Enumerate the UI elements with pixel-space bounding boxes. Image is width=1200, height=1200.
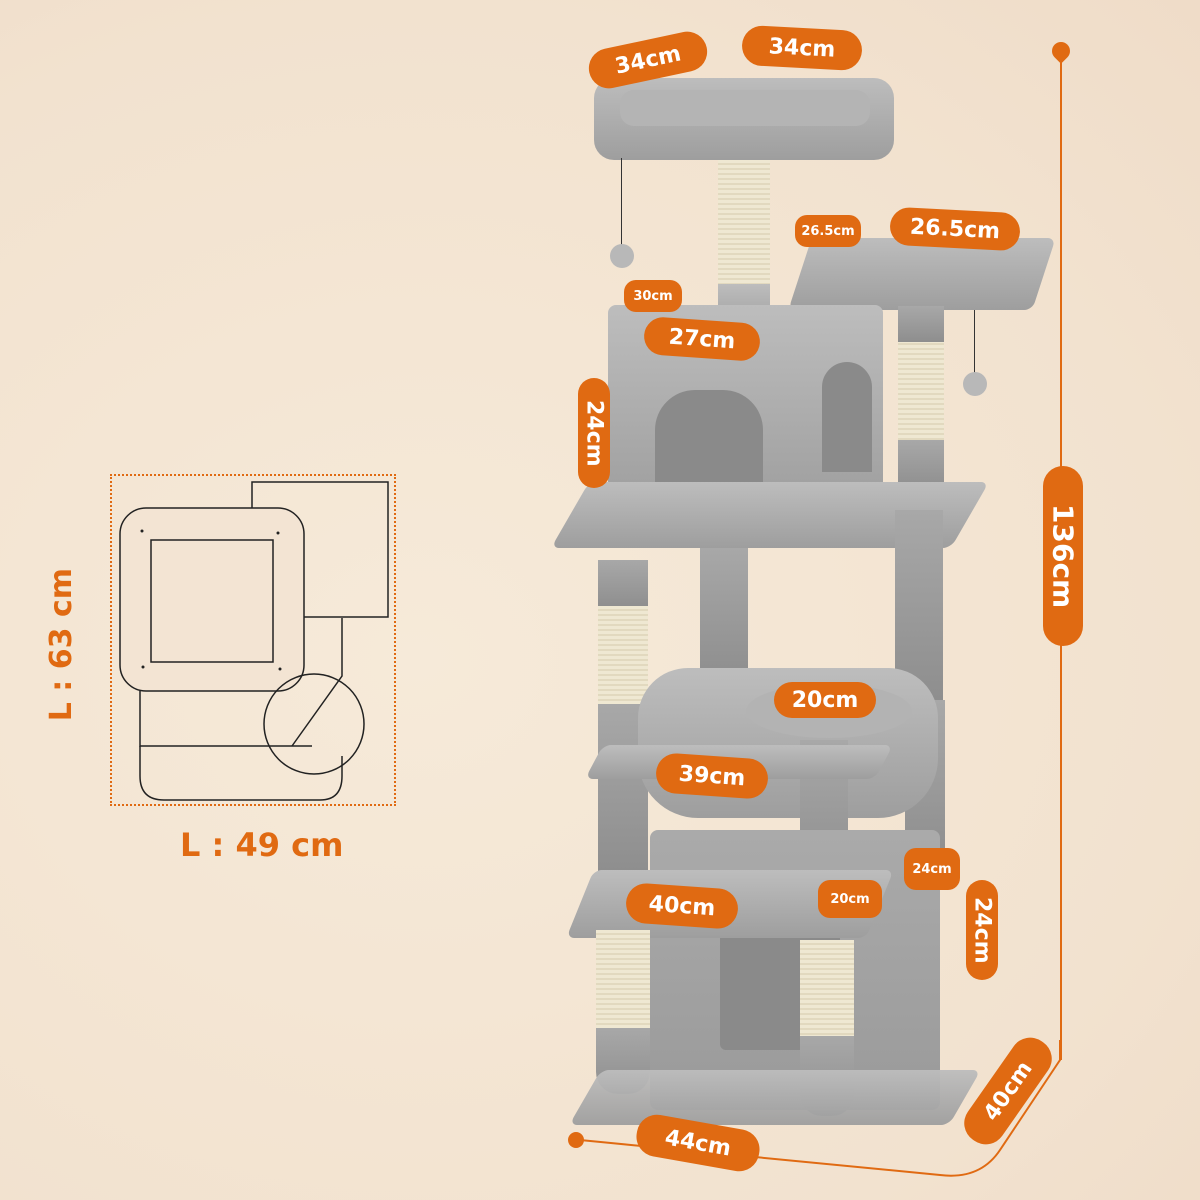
- dangling-toy-right: [974, 310, 975, 376]
- label-condo-height: 24cm: [578, 378, 610, 488]
- side-platform: [788, 238, 1056, 310]
- label-side-platform-width: 26.5cm: [889, 206, 1021, 252]
- top-view-width-label: L : 49 cm: [180, 826, 344, 864]
- dangling-toy-left: [621, 158, 622, 248]
- upper-condo-door-front: [655, 390, 763, 500]
- label-condo-depth: 30cm: [624, 280, 682, 312]
- side-post-lower: [898, 440, 944, 490]
- label-lower-platform-width: 40cm: [624, 882, 740, 930]
- label-round-platform: 20cm: [774, 682, 876, 718]
- height-arrow-top-icon: [1048, 38, 1074, 64]
- label-total-height: 136cm: [1043, 466, 1083, 646]
- base-scratch-post-left: [596, 930, 650, 1030]
- mid-scratch-post-left: [598, 606, 648, 706]
- base-guide-curve-icon: [568, 1040, 1061, 1177]
- top-view-outline-icon: [119, 481, 389, 801]
- label-base-condo-height: 24cm: [966, 880, 998, 980]
- upper-condo-door-side: [822, 362, 872, 472]
- label-condo-width: 27cm: [642, 316, 762, 362]
- base-scratch-post-right: [800, 940, 854, 1040]
- mid-post-center: [700, 548, 748, 678]
- top-view-length-label: L : 63 cm: [44, 568, 79, 722]
- mid-post-left-top: [598, 560, 648, 608]
- side-scratch-post: [898, 340, 944, 440]
- pom-ball-left: [610, 244, 634, 268]
- top-scratch-post: [718, 160, 770, 285]
- pom-ball-right: [963, 372, 987, 396]
- label-base-condo-depth: 24cm: [904, 848, 960, 890]
- side-post: [898, 306, 944, 342]
- label-top-perch-width: 34cm: [741, 24, 863, 72]
- top-view-diagram: [110, 474, 396, 806]
- label-lower-platform-depth: 20cm: [818, 880, 882, 918]
- mid-post-right: [895, 510, 943, 700]
- label-basket-width: 39cm: [654, 752, 770, 800]
- top-perch-inner: [620, 90, 870, 126]
- label-side-platform-depth: 26.5cm: [795, 215, 861, 247]
